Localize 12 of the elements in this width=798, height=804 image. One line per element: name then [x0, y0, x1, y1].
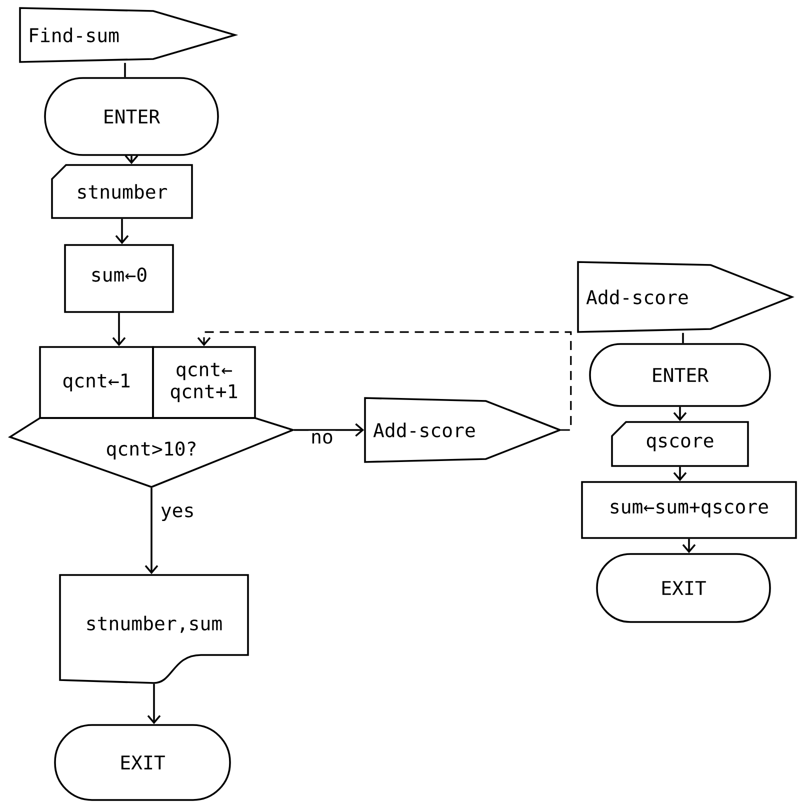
edge-label: yes	[158, 504, 197, 524]
edge-label: no	[308, 430, 336, 446]
loop-cell: qcnt←1	[39, 346, 154, 419]
process-box: sum←0	[64, 244, 174, 313]
loop-cell: qcnt← qcnt+1	[152, 346, 256, 419]
arrow	[197, 331, 572, 431]
process-box: sum←sum+qscore	[581, 481, 797, 539]
arrow	[115, 218, 129, 244]
arrow	[144, 488, 158, 574]
arrow	[147, 684, 161, 724]
arrow	[294, 423, 364, 437]
arrow	[112, 312, 126, 346]
